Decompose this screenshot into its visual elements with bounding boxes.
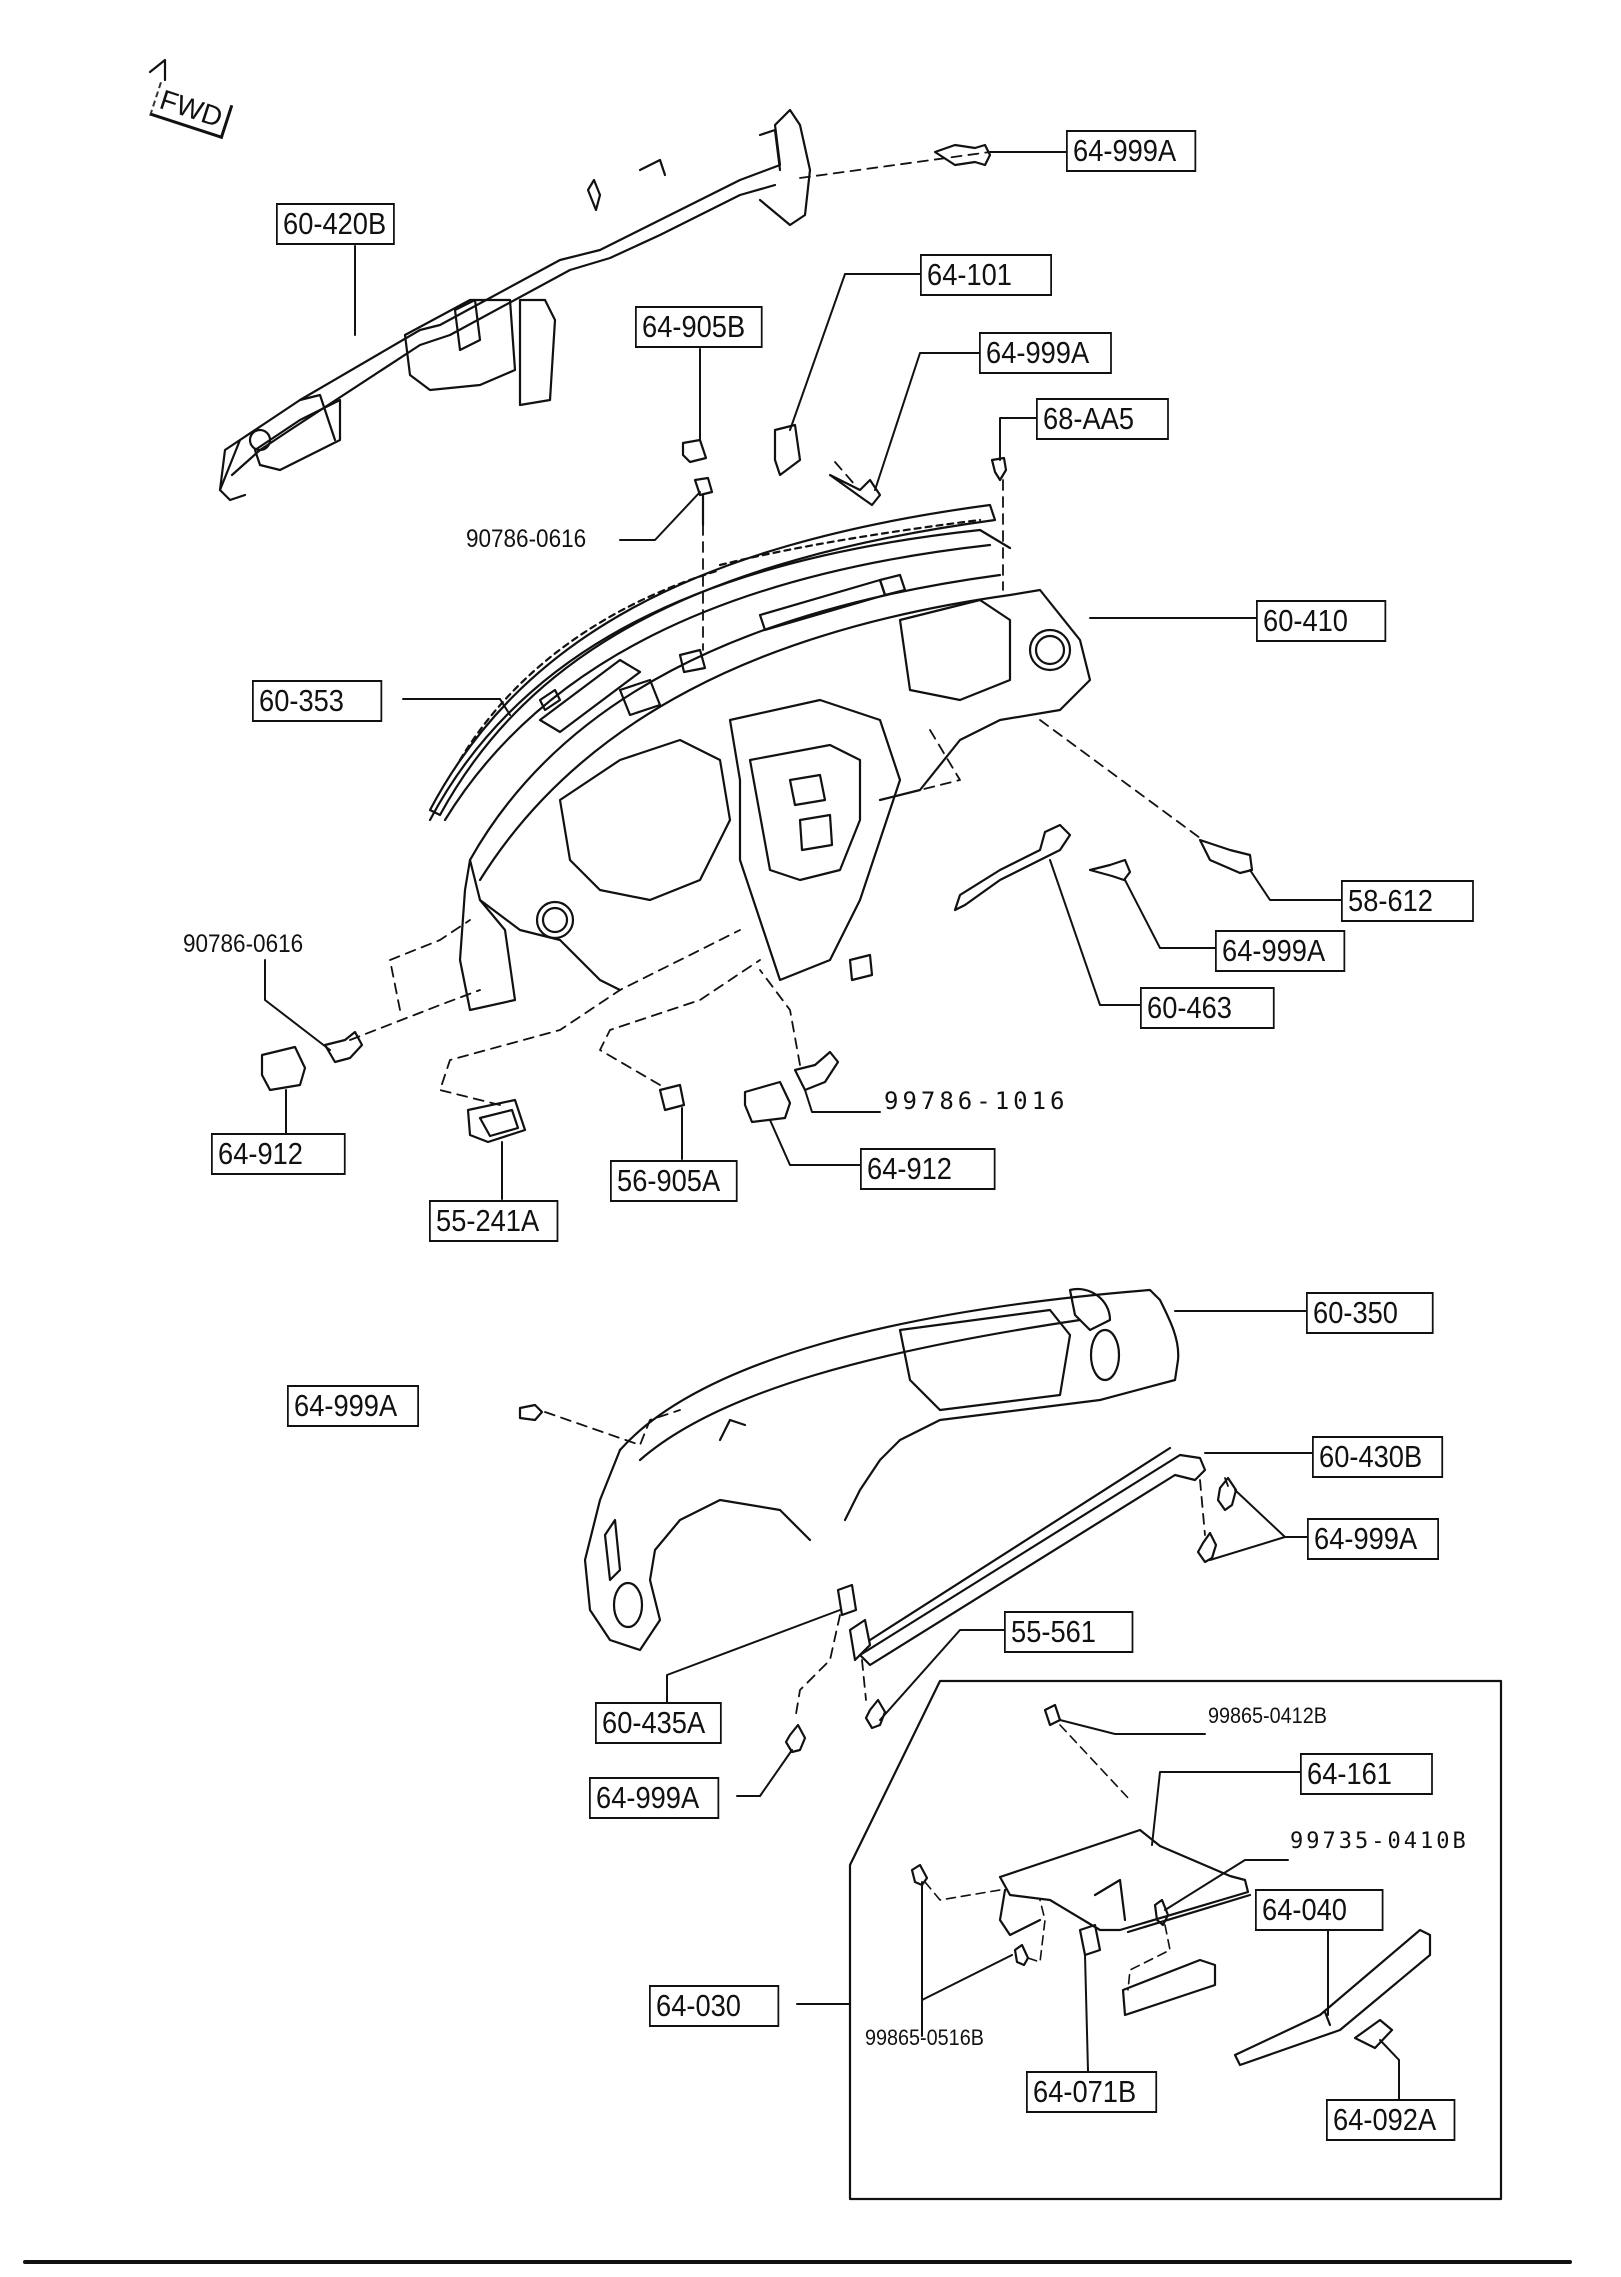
callout-55-241a[interactable]: 55-241A bbox=[429, 1200, 559, 1242]
callout-64-092a[interactable]: 64-092A bbox=[1326, 2099, 1456, 2141]
callout-90786-0616-left[interactable]: 90786-0616 bbox=[183, 930, 304, 958]
callout-64-999a-right[interactable]: 64-999A bbox=[1215, 930, 1346, 972]
callout-60-435a[interactable]: 60-435A bbox=[595, 1702, 722, 1744]
callout-64-071b[interactable]: 64-071B bbox=[1026, 2071, 1158, 2113]
glovebox-illustration bbox=[998, 1703, 1252, 1937]
glovebox-trim-illustration bbox=[1233, 1928, 1432, 2067]
fwd-arrow-icon bbox=[148, 58, 167, 82]
callout-64-040[interactable]: 64-040 bbox=[1255, 1889, 1384, 1931]
callout-64-030[interactable]: 64-030 bbox=[649, 1985, 780, 2027]
glovebox-alignment-lines bbox=[924, 1724, 1171, 1991]
callout-64-905b[interactable]: 64-905B bbox=[635, 306, 763, 348]
alignment-lines bbox=[349, 151, 1201, 1106]
callout-60-430b[interactable]: 60-430B bbox=[1312, 1436, 1444, 1478]
glovebox-subassembly-frame bbox=[848, 1679, 1503, 2201]
callout-56-905a[interactable]: 56-905A bbox=[610, 1160, 738, 1202]
callout-64-101[interactable]: 64-101 bbox=[920, 254, 1052, 296]
callout-60-410[interactable]: 60-410 bbox=[1256, 600, 1387, 642]
callout-60-420b[interactable]: 60-420B bbox=[276, 203, 395, 245]
callout-99865-0412b[interactable]: 99865-0412B bbox=[1208, 1703, 1327, 1728]
lower-bar-illustration bbox=[836, 1446, 1207, 1667]
frame-member-illustration bbox=[218, 108, 812, 502]
callout-64-999a-top[interactable]: 64-999A bbox=[1066, 130, 1197, 172]
callout-99786-1016[interactable]: 99786-1016 bbox=[884, 1087, 1069, 1115]
callout-90786-0616-top[interactable]: 90786-0616 bbox=[466, 525, 587, 553]
callout-64-999a-bracket[interactable]: 64-999A bbox=[979, 332, 1112, 374]
callout-64-912-left[interactable]: 64-912 bbox=[211, 1133, 346, 1175]
callout-55-561[interactable]: 55-561 bbox=[1004, 1611, 1134, 1653]
bracket-illustration bbox=[953, 823, 1072, 912]
callout-60-463[interactable]: 60-463 bbox=[1140, 987, 1275, 1029]
dashboard-frame-illustration bbox=[428, 528, 1092, 1012]
defroster-vent-illustration bbox=[428, 503, 997, 817]
callout-64-999a-cover[interactable]: 64-999A bbox=[287, 1385, 419, 1427]
callout-64-161[interactable]: 64-161 bbox=[1300, 1753, 1433, 1795]
callout-68-aa5[interactable]: 68-AA5 bbox=[1036, 398, 1169, 440]
callout-60-350[interactable]: 60-350 bbox=[1306, 1292, 1434, 1334]
latch-illustration bbox=[1353, 2018, 1394, 2050]
lower-fastener-icons bbox=[518, 1403, 1238, 1754]
callout-58-612[interactable]: 58-612 bbox=[1341, 880, 1474, 922]
callout-60-353[interactable]: 60-353 bbox=[252, 680, 383, 722]
callout-64-999a-bar-pair[interactable]: 64-999A bbox=[1307, 1518, 1439, 1560]
callout-99735-0410b[interactable]: 99735-0410B bbox=[1290, 1829, 1469, 1854]
latch-striker-illustration bbox=[1078, 1923, 1102, 1957]
leader-lines bbox=[264, 151, 1400, 2100]
dash-cover-illustration bbox=[583, 1287, 1180, 1652]
callout-99865-0516b[interactable]: 99865-0516B bbox=[865, 2025, 984, 2050]
stopper-strip-illustration bbox=[1121, 1958, 1217, 2017]
lower-alignment-lines bbox=[544, 1409, 1229, 1721]
glovebox-screw-icons bbox=[910, 1863, 1170, 1967]
callout-64-999a-lower-left[interactable]: 64-999A bbox=[589, 1777, 720, 1819]
callout-64-912-right[interactable]: 64-912 bbox=[860, 1148, 996, 1190]
fastener-icons bbox=[260, 143, 1254, 1144]
